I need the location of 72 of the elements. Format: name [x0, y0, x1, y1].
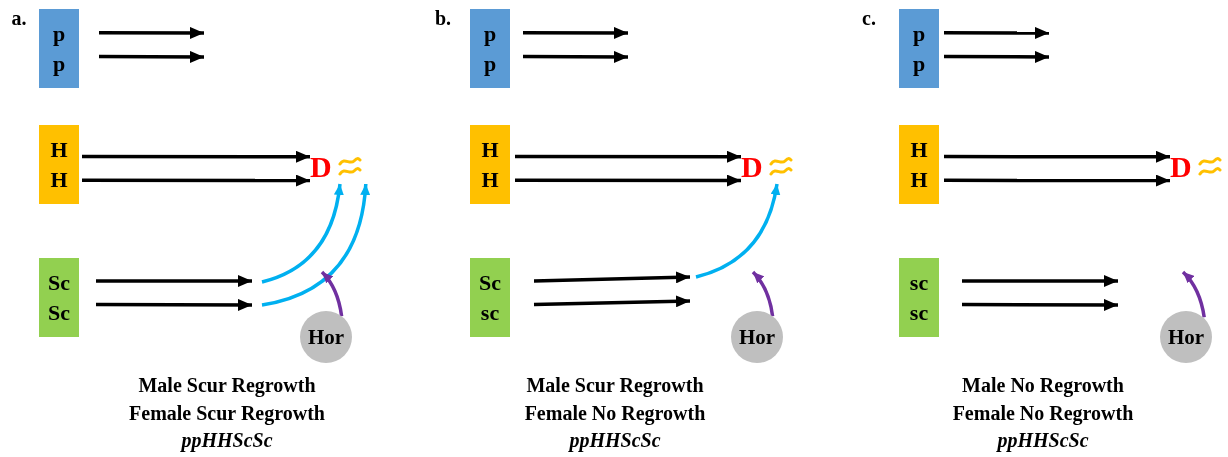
allele-label: Sc — [48, 268, 70, 297]
caption-line: Male Scur Regrowth — [138, 373, 316, 397]
arrow — [944, 150, 1170, 163]
allele-label: Sc — [479, 268, 501, 297]
arrow — [82, 174, 310, 187]
allele-label: p — [483, 19, 497, 48]
genotype-label: ppHHScSc — [181, 428, 273, 452]
arrow — [320, 270, 344, 317]
allele-label: H — [481, 165, 499, 194]
allele-label: H — [910, 165, 928, 194]
allele-box — [39, 125, 79, 204]
circle-label: Hor — [1167, 324, 1205, 350]
gene-symbol: D — [741, 151, 763, 183]
allele-box — [899, 9, 939, 88]
allele-label: p — [912, 19, 926, 48]
allele-label: p — [483, 49, 497, 78]
allele-box — [39, 9, 79, 88]
allele-label: sc — [909, 298, 929, 327]
arrow — [523, 26, 628, 39]
arrow — [962, 298, 1118, 311]
allele-box — [39, 258, 79, 337]
arrow — [944, 50, 1049, 63]
allele-box — [899, 125, 939, 204]
panel-letter: b. — [434, 6, 452, 30]
allele-label: H — [50, 135, 68, 164]
arrow — [1181, 270, 1206, 318]
allele-label: p — [52, 49, 66, 78]
arrow — [96, 298, 252, 311]
hormone-circle — [1160, 311, 1212, 363]
allele-label: p — [912, 49, 926, 78]
circle-label: Hor — [738, 324, 776, 350]
panel-letter: a. — [11, 6, 27, 30]
arrow — [515, 150, 741, 163]
arrow — [99, 50, 204, 63]
arrow — [533, 295, 691, 308]
arrow — [962, 275, 1118, 287]
allele-label: Sc — [48, 298, 70, 327]
arrow — [751, 270, 775, 317]
gene-symbol: D — [1170, 151, 1192, 183]
caption-line: Male No Regrowth — [962, 373, 1124, 397]
circle-label: Hor — [307, 324, 345, 350]
genotype-label: ppHHScSc — [997, 428, 1089, 452]
allele-label: sc — [909, 268, 929, 297]
allele-box — [899, 258, 939, 337]
allele-box — [470, 258, 510, 337]
arrow — [261, 183, 344, 284]
allele-label: sc — [480, 298, 500, 327]
caption-line: Female No Regrowth — [952, 401, 1134, 425]
arrow — [261, 183, 370, 307]
allele-box — [470, 9, 510, 88]
gene-symbol: D — [310, 151, 332, 183]
allele-box — [470, 125, 510, 204]
arrow — [82, 150, 310, 163]
allele-label: H — [481, 135, 499, 164]
arrow — [695, 183, 780, 279]
arrow — [523, 50, 628, 63]
allele-label: H — [50, 165, 68, 194]
allele-label: H — [910, 135, 928, 164]
caption-line: Female Scur Regrowth — [129, 401, 325, 425]
arrow — [99, 26, 204, 39]
allele-label: p — [52, 19, 66, 48]
genotype-label: ppHHScSc — [569, 428, 661, 452]
hormone-circle — [300, 311, 352, 363]
arrow — [533, 271, 691, 284]
hormone-circle — [731, 311, 783, 363]
arrow — [515, 174, 741, 187]
panel-letter: c. — [862, 6, 876, 30]
arrow — [96, 275, 252, 287]
caption-line: Female No Regrowth — [524, 401, 706, 425]
caption-line: Male Scur Regrowth — [526, 373, 704, 397]
arrow — [944, 174, 1170, 187]
arrow — [944, 26, 1049, 39]
